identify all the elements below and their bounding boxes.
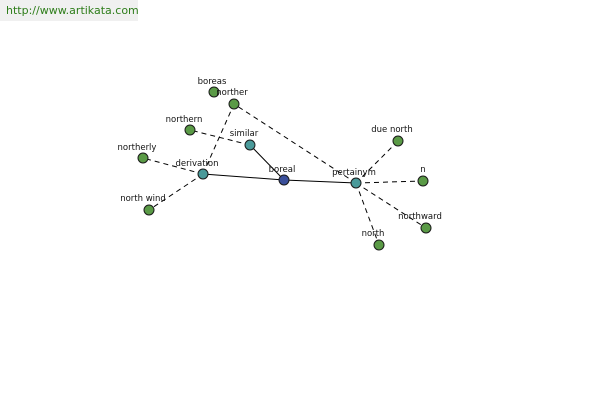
node-norther[interactable]: norther [216,88,248,110]
node-north_wind[interactable]: north wind [120,194,166,216]
edge-pertainym-n [355,180,424,184]
edge-pertainym-due_north [355,140,399,184]
node-marker-boreas[interactable] [208,86,220,98]
site-url-link[interactable]: http://www.artikata.com [6,4,139,17]
node-label-norther: norther [216,88,248,98]
node-marker-boreal[interactable] [278,174,290,186]
node-label-pertainym: pertainym [332,168,376,178]
edge-derivation-northerly [142,157,204,175]
node-pertainym[interactable]: pertainym [332,168,376,189]
edge-similar-northern [189,129,251,146]
edge-boreal-pertainym [283,179,357,184]
edge-derivation-north_wind [148,173,204,211]
edge-derivation-norther [202,103,235,175]
node-marker-north_wind[interactable] [143,204,155,216]
node-marker-derivation[interactable] [197,168,209,180]
node-marker-similar[interactable] [244,139,256,151]
node-label-n: n [420,165,425,175]
node-similar[interactable]: similar [230,129,259,151]
node-marker-northern[interactable] [184,124,196,136]
node-label-boreal: boreal [269,165,296,175]
node-n[interactable]: n [417,165,429,187]
node-marker-due_north[interactable] [392,135,404,147]
node-northern[interactable]: northern [166,115,203,136]
edge-boreal-derivation [202,173,285,181]
node-northerly[interactable]: northerly [118,143,157,164]
node-boreas[interactable]: boreas [198,77,227,98]
node-derivation[interactable]: derivation [175,159,219,180]
node-due_north[interactable]: due north [371,125,413,147]
node-marker-norther[interactable] [228,98,240,110]
node-label-boreas: boreas [198,77,227,87]
node-label-northerly: northerly [118,143,157,153]
graph-edges [142,103,427,246]
node-label-northern: northern [166,115,203,125]
node-label-north: north [362,229,385,239]
edge-pertainym-norther [233,103,357,184]
graph-nodes: borealsimilarderivationpertainymboreasno… [118,77,442,251]
edge-pertainym-north [355,182,380,246]
node-marker-north[interactable] [373,239,385,251]
node-marker-northerly[interactable] [137,152,149,164]
node-marker-northward[interactable] [420,222,432,234]
node-label-north_wind: north wind [120,194,166,204]
node-marker-n[interactable] [417,175,429,187]
node-label-due_north: due north [371,125,413,135]
node-boreal[interactable]: boreal [269,165,296,186]
node-label-northward: northward [398,212,442,222]
node-north[interactable]: north [362,229,385,251]
node-northward[interactable]: northward [398,212,442,234]
node-label-similar: similar [230,129,259,139]
edge-boreal-similar [249,144,285,181]
node-label-derivation: derivation [175,159,218,169]
edge-pertainym-northward [355,182,427,229]
node-marker-pertainym[interactable] [350,177,362,189]
url-bar: http://www.artikata.com [0,0,139,21]
